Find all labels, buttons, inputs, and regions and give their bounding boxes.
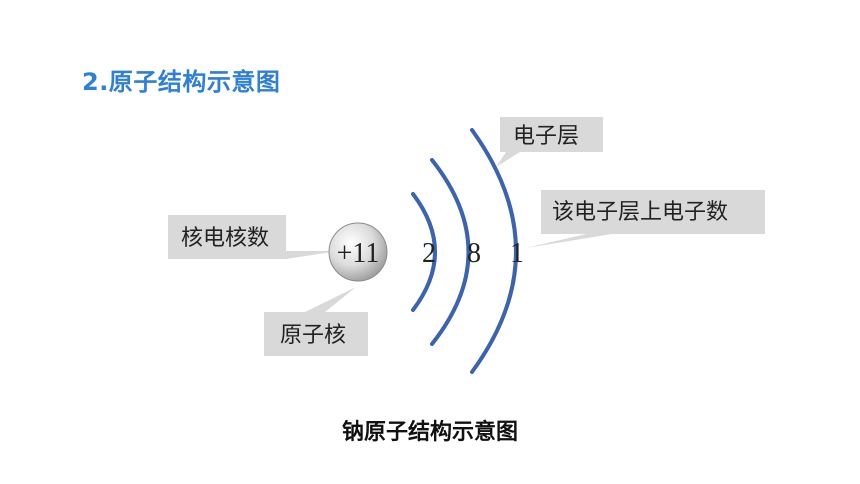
shell-1-electrons: 2 (422, 238, 436, 269)
shell-arc-2 (430, 158, 471, 346)
electron-shell-label: 电子层 (513, 124, 579, 149)
callout-box (496, 117, 603, 167)
nuclear-charge-callout: 核电核数 (168, 215, 338, 259)
shell-arc-3 (470, 128, 518, 374)
callout-box (526, 190, 765, 248)
nucleus-circle (328, 222, 388, 282)
callout-box (168, 215, 338, 259)
shell-3-electrons: 1 (510, 238, 524, 269)
nucleus-charge: +11 (337, 238, 380, 269)
shell-2-electrons: 8 (467, 238, 481, 269)
shell-electron-count-callout: 该电子层上电子数 (526, 190, 765, 248)
callout-box (264, 287, 368, 356)
nucleus-label: 原子核 (280, 323, 346, 348)
electron-shell-callout: 电子层 (496, 117, 603, 167)
shell-arc-1 (411, 192, 437, 312)
shell-electron-count-label: 该电子层上电子数 (552, 200, 728, 225)
diagram-caption: 钠原子结构示意图 (341, 420, 518, 445)
section-heading: 2.原子结构示意图 (82, 68, 281, 96)
nuclear-charge-label: 核电核数 (181, 226, 269, 251)
nucleus-callout: 原子核 (264, 287, 368, 356)
